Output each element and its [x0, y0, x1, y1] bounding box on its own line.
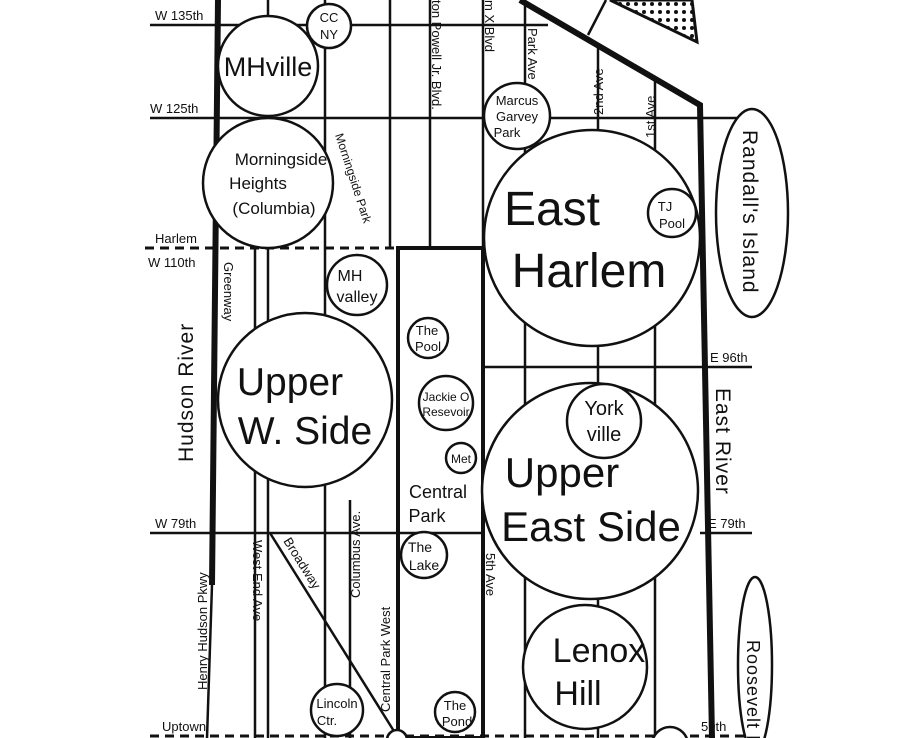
label-yorkville-2: ville: [587, 424, 621, 446]
east-harlem-circle[interactable]: [482, 128, 702, 348]
label-lenox-2: Hill: [554, 675, 601, 713]
randalls-island[interactable]: [714, 107, 790, 319]
label-met: Met: [451, 452, 472, 466]
label-marcus-2: Garvey: [496, 109, 538, 124]
label-w125: W 125th: [150, 101, 198, 116]
label-east-harlem-2: Harlem: [512, 245, 667, 298]
label-morningside-park: Morningside Park: [332, 132, 374, 226]
label-randalls: Randall's Island: [738, 130, 761, 294]
label-central-2: Park: [408, 506, 446, 526]
label-west-end: West End Ave: [250, 540, 265, 621]
label-tj-2: Pool: [659, 216, 685, 231]
label-morningside-1: Morningside: [235, 150, 328, 169]
label-central-1: Central: [409, 482, 467, 502]
ues-circle[interactable]: [480, 381, 700, 601]
marcus-circle[interactable]: [482, 81, 552, 151]
tj-circle[interactable]: [646, 187, 698, 239]
label-w135: W 135th: [155, 8, 203, 23]
label-jackie-2: Resevoir: [422, 405, 469, 419]
label-5th-ave: 5th Ave: [483, 553, 498, 596]
label-powell: ton Powell Jr. Blvd.: [429, 0, 444, 110]
lake-circle[interactable]: [399, 530, 449, 580]
label-east-harlem-1: East: [504, 183, 600, 236]
lincoln-circle[interactable]: [309, 682, 365, 738]
label-malcolm: m X Blvd: [482, 0, 497, 52]
yorkville-circle[interactable]: [565, 382, 643, 460]
label-59th: 59th: [701, 719, 726, 734]
hudson-shore: [209, 0, 221, 586]
label-roosevelt: Roosevelt Is: [743, 640, 763, 738]
label-pond-1: The: [444, 698, 466, 713]
label-mh-1: MH: [338, 268, 363, 285]
label-uws-1: Upper: [237, 361, 343, 404]
pool-circle[interactable]: [406, 316, 450, 360]
morningside-circle[interactable]: [201, 116, 335, 250]
dotted-park-area: [609, 0, 699, 45]
label-lincoln-2: Ctr.: [317, 713, 337, 728]
ccny-circle[interactable]: [305, 2, 353, 50]
label-tj-1: TJ: [658, 199, 672, 214]
label-morningside-3: (Columbia): [232, 199, 315, 218]
label-e79: E 79th: [708, 516, 746, 531]
label-marcus-1: Marcus: [496, 93, 539, 108]
label-mhville: MHville: [224, 52, 313, 82]
label-yorkville-1: York: [584, 398, 624, 420]
label-pool-1: The: [416, 323, 438, 338]
label-lenox-1: Lenox: [553, 632, 646, 670]
label-w79: W 79th: [155, 516, 196, 531]
label-marcus-3: Park: [494, 125, 521, 140]
label-ccny-1: CC: [320, 10, 339, 25]
label-henry-hudson: Henry Hudson Pkwy: [195, 572, 210, 690]
mhville-circle[interactable]: [216, 14, 320, 118]
label-ccny-2: NY: [320, 27, 338, 42]
label-pool-2: Pool: [415, 339, 441, 354]
label-e96: E 96th: [710, 350, 748, 365]
label-ues-2: East Side: [501, 503, 681, 550]
label-1st-ave: 1st Ave: [643, 96, 658, 138]
roosevelt-island[interactable]: [736, 575, 774, 738]
met-circle[interactable]: [444, 441, 478, 475]
mhvalley-circle[interactable]: [325, 253, 389, 317]
label-hudson-river: Hudson River: [175, 323, 198, 462]
label-lake-1: The: [408, 539, 432, 555]
label-columbus: Columbus Ave.: [348, 511, 363, 598]
jackie-circle[interactable]: [417, 374, 475, 432]
label-w110: W 110th: [148, 255, 195, 270]
label-lake-2: Lake: [409, 557, 440, 573]
uws-circle[interactable]: [216, 311, 394, 489]
pond-circle[interactable]: [433, 690, 477, 734]
label-pond-2: Pond: [442, 714, 472, 729]
label-park-ave: Park Ave: [525, 28, 540, 80]
label-uws-2: W. Side: [238, 410, 372, 453]
label-ues-1: Upper: [505, 449, 619, 496]
label-2nd-ave: 2nd Ave: [591, 68, 606, 115]
label-mh-2: valley: [337, 289, 378, 306]
label-morningside-2: Heights: [229, 174, 287, 193]
lenox-circle[interactable]: [521, 603, 649, 731]
label-jackie-1: Jackie O: [423, 390, 470, 404]
label-cpw: Central Park West: [378, 606, 393, 712]
label-greenway: Greenway: [221, 262, 236, 322]
label-harlem: Harlem: [155, 231, 197, 246]
label-lincoln-1: Lincoln: [316, 696, 357, 711]
label-east-river: East River: [711, 388, 734, 495]
label-uptown: Uptown: [162, 719, 206, 734]
east-shore: [518, 0, 715, 738]
